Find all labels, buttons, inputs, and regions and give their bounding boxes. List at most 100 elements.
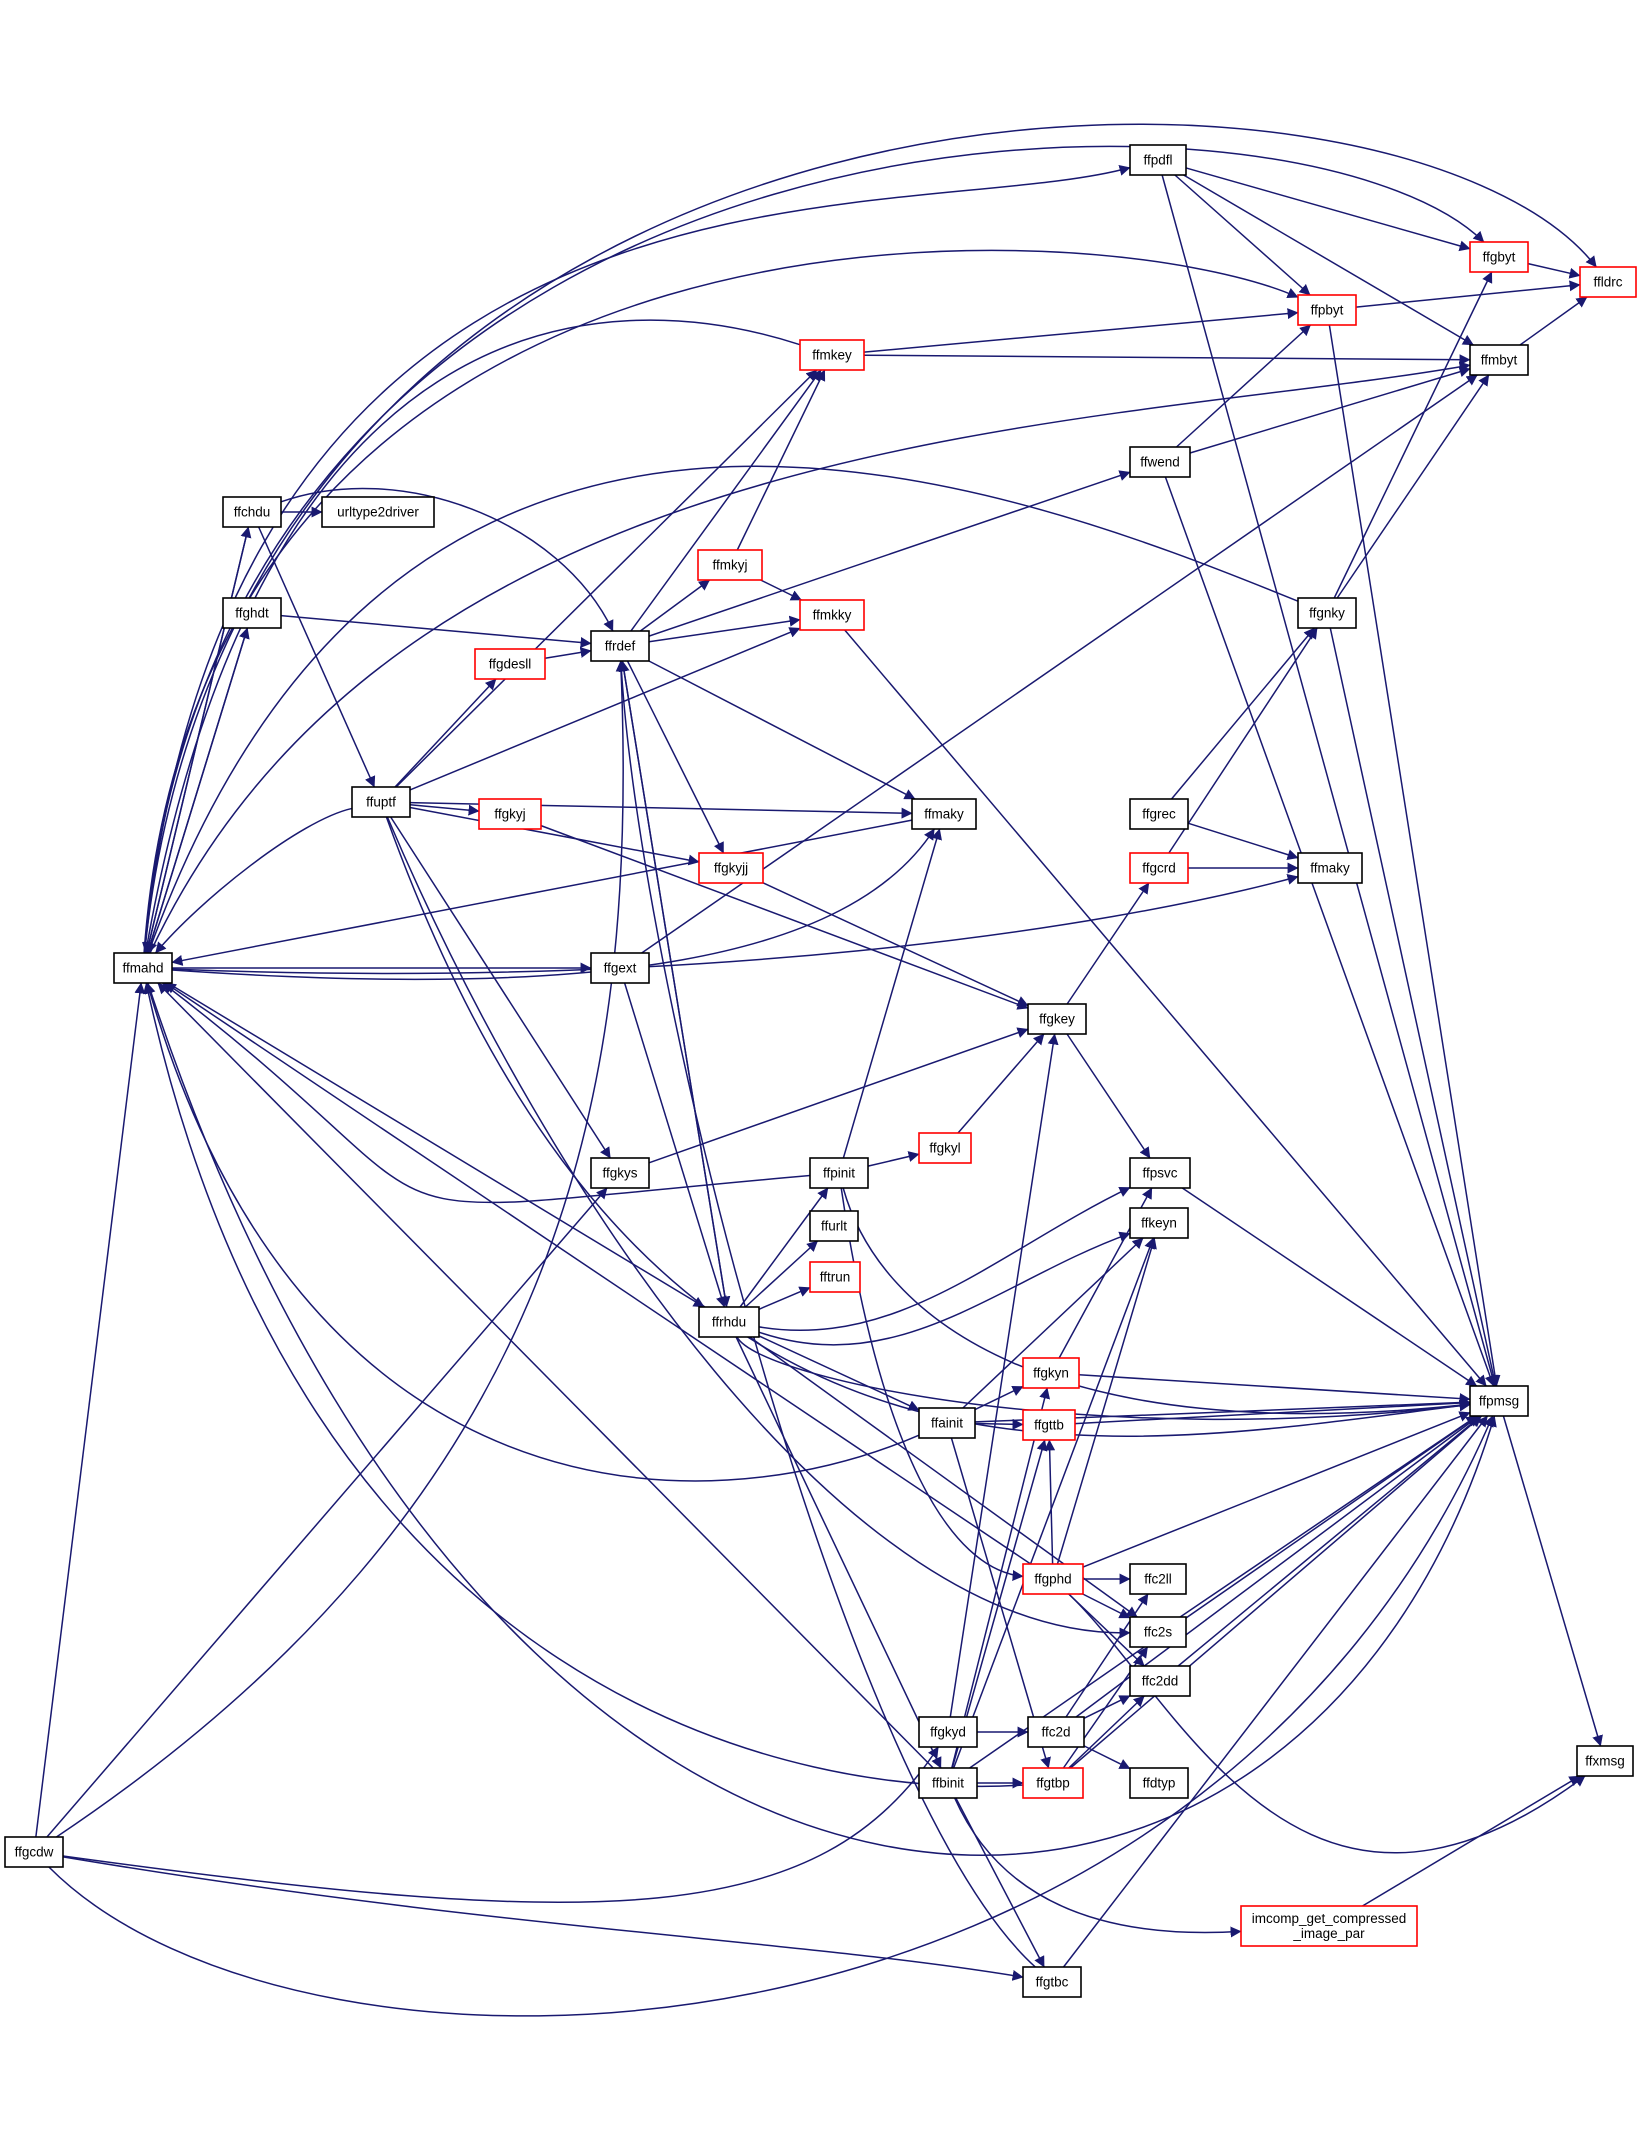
node-box-ffc2ll[interactable] xyxy=(1129,1563,1187,1595)
node-imcomp[interactable]: imcomp_get_compressed_image_par xyxy=(1240,1905,1418,1947)
node-ffwend[interactable]: ffwend xyxy=(1129,446,1191,478)
node-box-ffghdt[interactable] xyxy=(222,597,282,629)
node-box-ffc2dd[interactable] xyxy=(1129,1665,1191,1697)
node-box-ffgkys[interactable] xyxy=(590,1157,650,1189)
node-box-ffgcdw[interactable] xyxy=(4,1836,64,1868)
node-box-ffgtbc[interactable] xyxy=(1022,1966,1082,1998)
node-fftrun[interactable]: fftrun xyxy=(809,1261,861,1293)
node-ffgcrd[interactable]: ffgcrd xyxy=(1129,852,1189,884)
node-box-ffpmsg[interactable] xyxy=(1469,1385,1529,1417)
node-box-ffrdef[interactable] xyxy=(590,630,650,662)
node-box-ffgnky[interactable] xyxy=(1297,597,1357,629)
node-box-imcomp[interactable] xyxy=(1240,1905,1418,1947)
node-box-ffurlt[interactable] xyxy=(809,1210,859,1242)
node-box-ffmkyj[interactable] xyxy=(697,549,763,581)
node-box-ffbinit[interactable] xyxy=(918,1767,978,1799)
node-ffgdesll[interactable]: ffgdesll xyxy=(474,648,546,680)
node-box-ffpsvc[interactable] xyxy=(1129,1157,1191,1189)
node-ffgkys[interactable]: ffgkys xyxy=(590,1157,650,1189)
node-ffpbyt[interactable]: ffpbyt xyxy=(1297,294,1357,326)
node-box-ffpinit[interactable] xyxy=(809,1157,869,1189)
node-box-ffgkey[interactable] xyxy=(1027,1003,1087,1035)
node-ffrhdu[interactable]: ffrhdu xyxy=(698,1306,760,1338)
node-ffrdef[interactable]: ffrdef xyxy=(590,630,650,662)
node-ffmaky2[interactable]: ffmaky xyxy=(1297,852,1363,884)
node-ffdtyp[interactable]: ffdtyp xyxy=(1129,1767,1189,1799)
node-ffmaky1[interactable]: ffmaky xyxy=(911,798,977,830)
node-box-ffgkyl[interactable] xyxy=(918,1132,972,1164)
node-ffmkyj[interactable]: ffmkyj xyxy=(697,549,763,581)
node-ffgtbp[interactable]: ffgtbp xyxy=(1022,1767,1084,1799)
node-box-ffchdu[interactable] xyxy=(222,496,282,528)
node-box-ffrhdu[interactable] xyxy=(698,1306,760,1338)
node-ffldrc[interactable]: ffldrc xyxy=(1579,266,1637,298)
node-box-ffc2d[interactable] xyxy=(1027,1716,1085,1748)
node-box-ffmkey[interactable] xyxy=(799,339,865,371)
node-ffxmsg[interactable]: ffxmsg xyxy=(1576,1745,1634,1777)
node-ffc2ll[interactable]: ffc2ll xyxy=(1129,1563,1187,1595)
node-box-ffgext[interactable] xyxy=(590,952,650,984)
node-ffgkey[interactable]: ffgkey xyxy=(1027,1003,1087,1035)
node-box-ffgrec[interactable] xyxy=(1129,798,1189,830)
node-box-ffainit[interactable] xyxy=(918,1407,976,1439)
node-ffpmsg[interactable]: ffpmsg xyxy=(1469,1385,1529,1417)
node-box-ffmbyt[interactable] xyxy=(1469,344,1529,376)
node-box-ffmkky[interactable] xyxy=(799,599,865,631)
node-box-ffgkyjj[interactable] xyxy=(698,852,764,884)
node-box-ffc2s[interactable] xyxy=(1129,1616,1187,1648)
node-ffchdu[interactable]: ffchdu xyxy=(222,496,282,528)
node-ffc2s[interactable]: ffc2s xyxy=(1129,1616,1187,1648)
node-ffbinit[interactable]: ffbinit xyxy=(918,1767,978,1799)
node-ffgrec[interactable]: ffgrec xyxy=(1129,798,1189,830)
node-ffgphd[interactable]: ffgphd xyxy=(1022,1563,1084,1595)
node-box-ffldrc[interactable] xyxy=(1579,266,1637,298)
node-box-ffmaky2[interactable] xyxy=(1297,852,1363,884)
node-box-ffxmsg[interactable] xyxy=(1576,1745,1634,1777)
node-box-ffmaky1[interactable] xyxy=(911,798,977,830)
node-box-urltype2driver[interactable] xyxy=(321,496,435,528)
node-ffpdfl[interactable]: ffpdfl xyxy=(1129,144,1187,176)
node-box-fftrun[interactable] xyxy=(809,1261,861,1293)
node-box-ffgkyj[interactable] xyxy=(478,798,542,830)
node-box-ffgphd[interactable] xyxy=(1022,1563,1084,1595)
node-ffgtbc[interactable]: ffgtbc xyxy=(1022,1966,1082,1998)
node-ffgkyjj[interactable]: ffgkyjj xyxy=(698,852,764,884)
node-box-ffkeyn[interactable] xyxy=(1129,1207,1189,1239)
node-ffc2d[interactable]: ffc2d xyxy=(1027,1716,1085,1748)
node-box-ffgbyt[interactable] xyxy=(1469,241,1529,273)
node-ffgext[interactable]: ffgext xyxy=(590,952,650,984)
node-box-ffmahd[interactable] xyxy=(113,952,173,984)
node-box-ffgttb[interactable] xyxy=(1022,1409,1076,1441)
node-ffgkyn[interactable]: ffgkyn xyxy=(1022,1357,1080,1389)
node-urltype2driver[interactable]: urltype2driver xyxy=(321,496,435,528)
node-ffghdt[interactable]: ffghdt xyxy=(222,597,282,629)
node-box-ffgtbp[interactable] xyxy=(1022,1767,1084,1799)
node-box-ffgkyn[interactable] xyxy=(1022,1357,1080,1389)
node-ffmkky[interactable]: ffmkky xyxy=(799,599,865,631)
node-ffgkyj[interactable]: ffgkyj xyxy=(478,798,542,830)
node-ffkeyn[interactable]: ffkeyn xyxy=(1129,1207,1189,1239)
node-ffgkyl[interactable]: ffgkyl xyxy=(918,1132,972,1164)
node-ffgttb[interactable]: ffgttb xyxy=(1022,1409,1076,1441)
node-ffpsvc[interactable]: ffpsvc xyxy=(1129,1157,1191,1189)
node-box-ffwend[interactable] xyxy=(1129,446,1191,478)
node-box-ffgdesll[interactable] xyxy=(474,648,546,680)
node-ffgcdw[interactable]: ffgcdw xyxy=(4,1836,64,1868)
node-box-ffpdfl[interactable] xyxy=(1129,144,1187,176)
node-ffc2dd[interactable]: ffc2dd xyxy=(1129,1665,1191,1697)
node-ffgkyd[interactable]: ffgkyd xyxy=(918,1716,978,1748)
node-box-ffgkyd[interactable] xyxy=(918,1716,978,1748)
node-ffpinit[interactable]: ffpinit xyxy=(809,1157,869,1189)
node-box-ffuptf[interactable] xyxy=(351,786,411,818)
node-box-ffgcrd[interactable] xyxy=(1129,852,1189,884)
node-ffmkey[interactable]: ffmkey xyxy=(799,339,865,371)
node-ffainit[interactable]: ffainit xyxy=(918,1407,976,1439)
node-ffuptf[interactable]: ffuptf xyxy=(351,786,411,818)
node-ffmbyt[interactable]: ffmbyt xyxy=(1469,344,1529,376)
node-box-ffdtyp[interactable] xyxy=(1129,1767,1189,1799)
node-ffgbyt[interactable]: ffgbyt xyxy=(1469,241,1529,273)
node-ffurlt[interactable]: ffurlt xyxy=(809,1210,859,1242)
node-ffmahd[interactable]: ffmahd xyxy=(113,952,173,984)
node-box-ffpbyt[interactable] xyxy=(1297,294,1357,326)
node-ffgnky[interactable]: ffgnky xyxy=(1297,597,1357,629)
